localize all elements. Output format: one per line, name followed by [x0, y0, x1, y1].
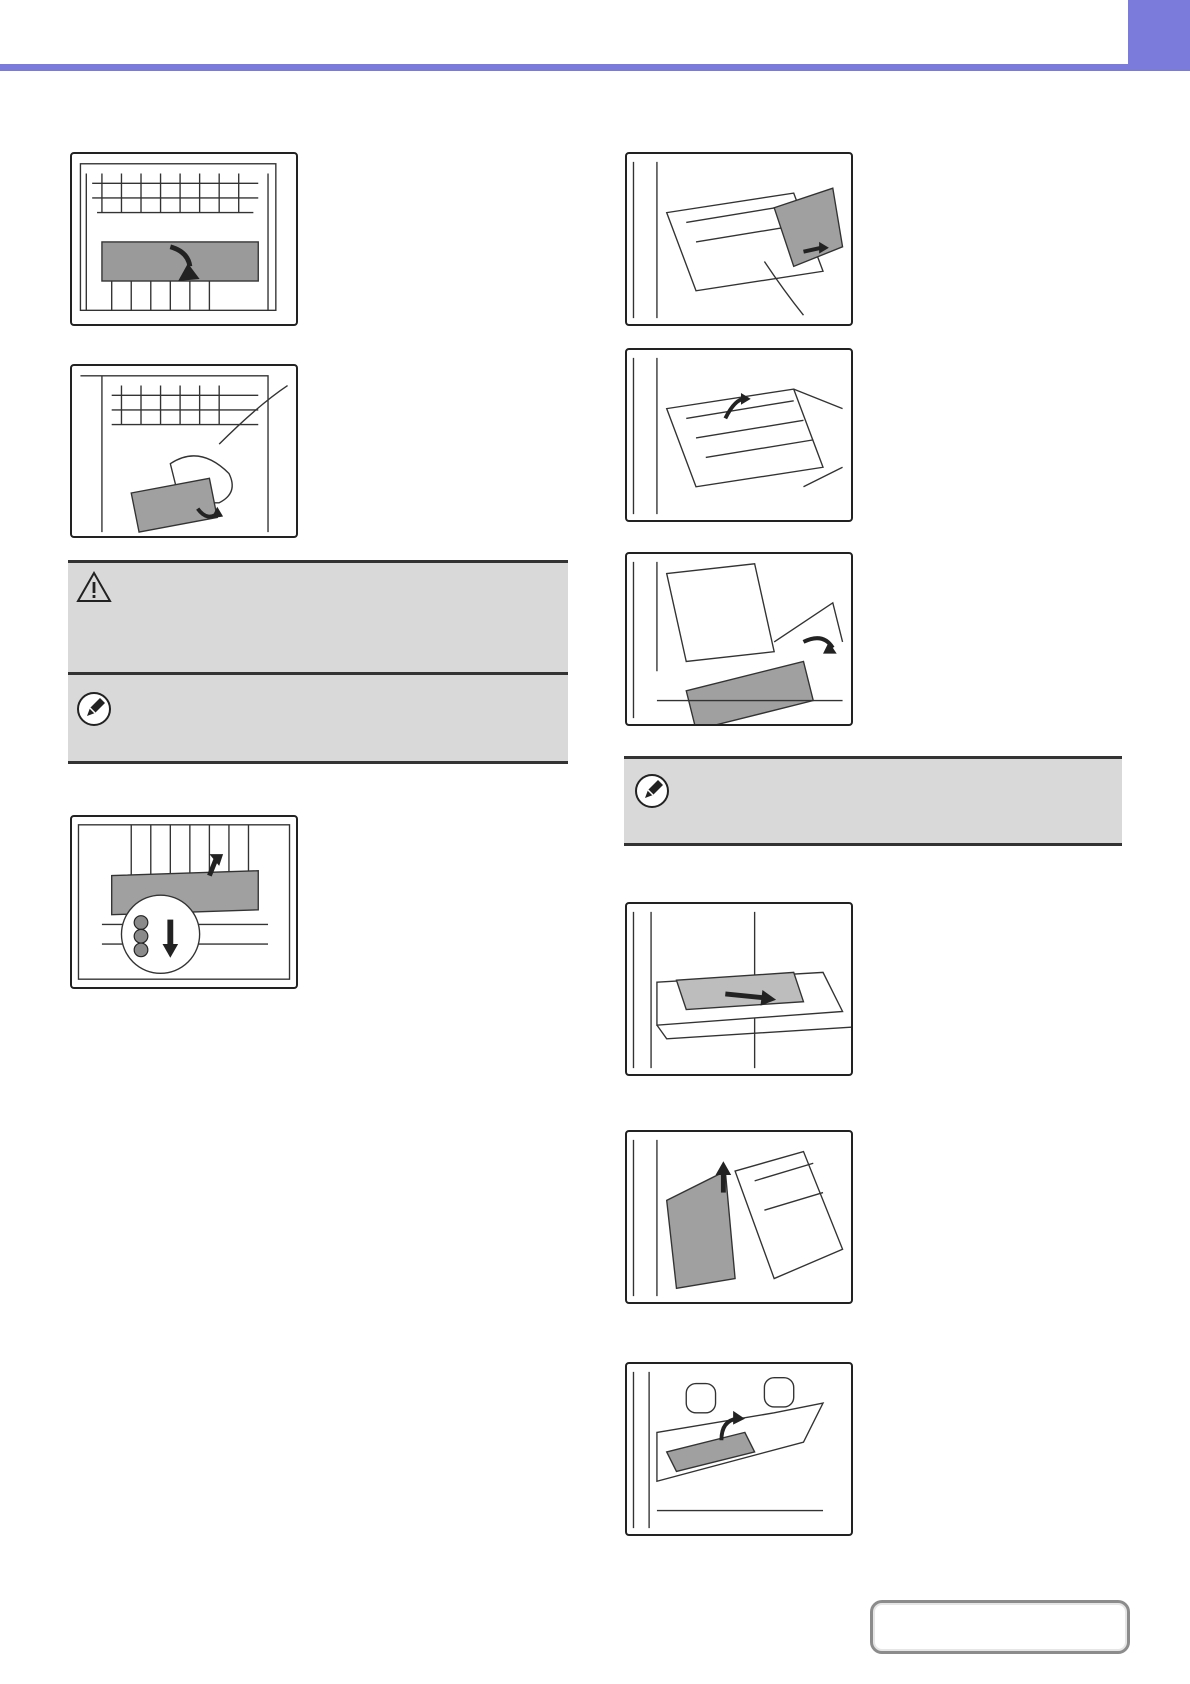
caution-triangle-icon [76, 571, 112, 603]
figure-open-transport-cover [625, 348, 853, 522]
lower-tray-paper-removal-illustration [627, 1364, 851, 1534]
pull-paper-out-illustration [627, 554, 851, 724]
remove-paper-fusing-area-illustration [72, 366, 296, 536]
figure-bypass-tray [625, 902, 853, 1076]
bypass-tray-remove-paper-illustration [627, 904, 851, 1074]
figure-remove-paper-fusing [70, 364, 298, 538]
pencil-note-icon [76, 691, 112, 727]
right-side-paper-removal-illustration [627, 1132, 851, 1302]
note-panel-right [624, 756, 1122, 846]
figure-pull-paper-out [625, 552, 853, 726]
pencil-note-icon [634, 773, 670, 809]
duplex-unit-remove-paper-illustration [627, 154, 851, 324]
fusing-unit-cover-open-illustration [72, 154, 296, 324]
figure-fusing-unit-cover [70, 152, 298, 326]
caution-panel [68, 560, 568, 672]
release-lever-remove-paper-illustration [72, 817, 296, 987]
note-panel-left [68, 672, 568, 764]
figure-lower-tray-removal [625, 1362, 853, 1536]
figure-release-lever [70, 815, 298, 989]
open-transport-cover-illustration [627, 350, 851, 520]
header-accent-bar [0, 64, 1128, 71]
figure-duplex-unit [625, 152, 853, 326]
chapter-tab[interactable] [1128, 0, 1190, 71]
contents-button[interactable] [870, 1600, 1130, 1654]
figure-right-side-removal [625, 1130, 853, 1304]
